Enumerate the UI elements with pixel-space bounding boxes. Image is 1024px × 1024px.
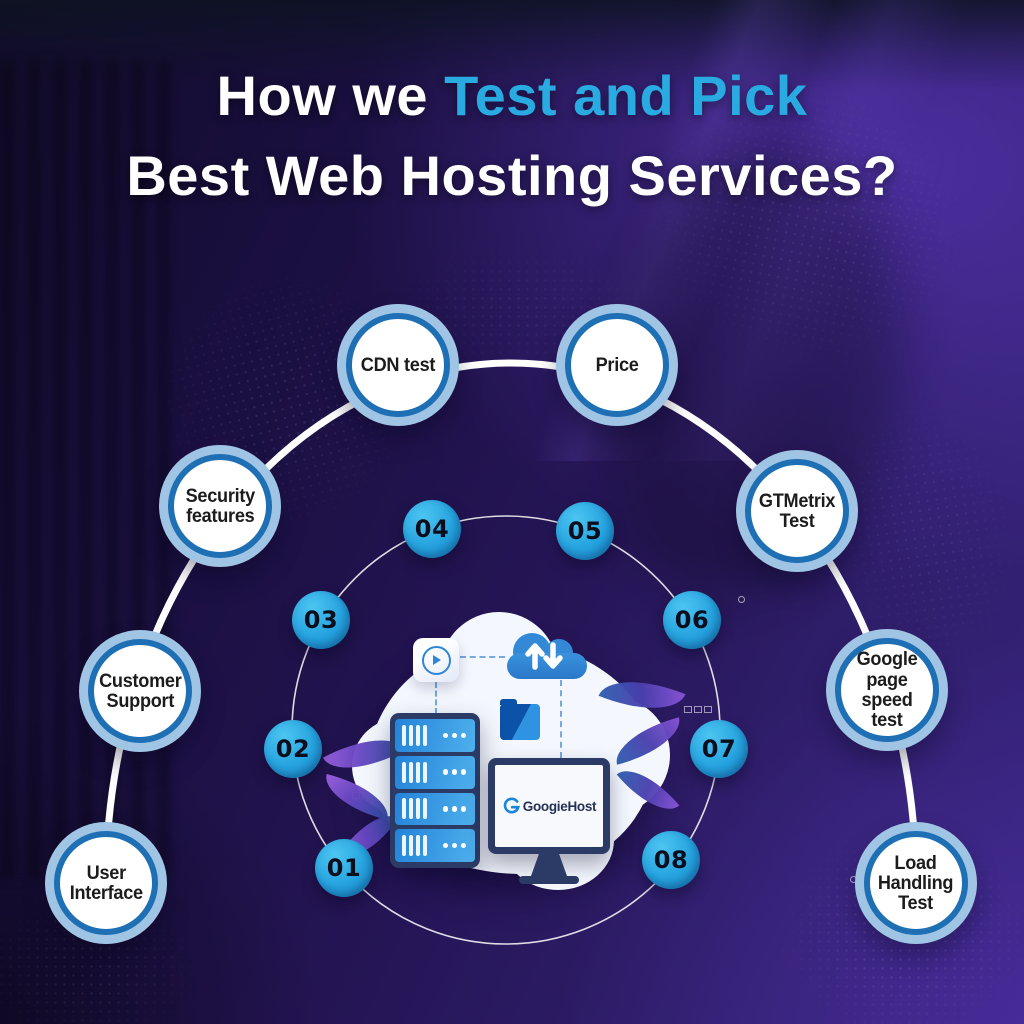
node-label: User Interface — [69, 861, 143, 904]
tiny-dot-decoration — [850, 876, 857, 883]
badge-02: 02 — [264, 720, 322, 778]
badge-03: 03 — [292, 591, 350, 649]
server-unit — [395, 792, 475, 826]
center-illustration: GoogieHost — [319, 600, 690, 930]
play-triangle-icon — [433, 655, 441, 665]
badge-number: 02 — [275, 735, 311, 763]
server-leds — [442, 842, 466, 849]
monitor-stand-base — [519, 876, 579, 884]
badge-number: 07 — [701, 735, 737, 763]
badge-08: 08 — [642, 831, 700, 889]
badge-05: 05 — [556, 502, 614, 560]
dashed-connector — [460, 656, 505, 658]
monitor-stand — [531, 854, 567, 876]
title-prefix: How we — [216, 64, 429, 127]
brand-name: GoogieHost — [522, 798, 597, 814]
server-slots — [402, 724, 427, 746]
title-highlight: Test and Pick — [444, 64, 808, 127]
badge-number: 03 — [303, 606, 339, 634]
badge-06: 06 — [663, 591, 721, 649]
monitor-frame: GoogieHost — [488, 758, 610, 854]
node-label: GTMetrix Test — [758, 489, 836, 532]
node-label: Security features — [185, 484, 255, 527]
monitor-icon: GoogieHost — [488, 758, 610, 884]
node-price: Price — [565, 313, 669, 417]
video-player-icon — [413, 638, 459, 682]
badge-number: 06 — [674, 606, 710, 634]
badge-number: 01 — [326, 854, 362, 882]
dashed-connector — [435, 682, 437, 714]
node-security-features: Security features — [168, 454, 272, 558]
monitor-screen: GoogieHost — [495, 765, 603, 847]
node-gtmetrix-test: GTMetrix Test — [745, 459, 849, 563]
badge-number: 05 — [567, 517, 603, 545]
server-slots — [402, 835, 427, 857]
server-leds — [442, 732, 466, 739]
server-rack-icon — [390, 713, 480, 868]
server-unit — [395, 829, 475, 862]
dashed-connector — [560, 680, 562, 758]
node-load-handling-test: Load Handling Test — [864, 831, 968, 935]
page-title: How we Test and Pick Best Web Hosting Se… — [0, 68, 1024, 204]
node-cdn-test: CDN test — [346, 313, 450, 417]
node-label: Price — [595, 353, 639, 376]
background-light-streaks — [460, 0, 1024, 461]
server-leds — [442, 806, 466, 812]
node-label: CDN test — [360, 353, 436, 376]
cloud-upload-download-icon — [505, 633, 589, 679]
badge-07: 07 — [690, 720, 748, 778]
title-line-1: How we Test and Pick — [0, 68, 1024, 124]
node-label: Customer Support — [98, 669, 182, 712]
folder-icon — [500, 699, 540, 740]
tiny-dot-decoration — [738, 596, 745, 603]
badge-04: 04 — [403, 500, 461, 558]
brand-logo-icon — [503, 797, 520, 814]
node-customer-support: Customer Support — [88, 639, 192, 743]
title-line-2: Best Web Hosting Services? — [126, 144, 898, 207]
server-unit — [395, 755, 475, 789]
tiny-squares-decoration — [684, 706, 712, 713]
server-unit — [395, 719, 475, 752]
node-user-interface: User Interface — [54, 831, 158, 935]
server-slots — [402, 761, 427, 783]
outer-arc-line — [102, 359, 920, 887]
play-circle — [421, 645, 451, 675]
badge-number: 08 — [653, 846, 689, 874]
badge-01: 01 — [315, 839, 373, 897]
node-label: Load Handling Test — [878, 851, 954, 915]
node-google-page-speed-test: Google page speed test — [835, 638, 939, 742]
server-slots — [402, 798, 427, 820]
badge-number: 04 — [414, 515, 450, 543]
up-down-arrows-icon — [525, 642, 563, 670]
server-leds — [442, 769, 466, 775]
node-label: Google page speed test — [856, 648, 918, 732]
